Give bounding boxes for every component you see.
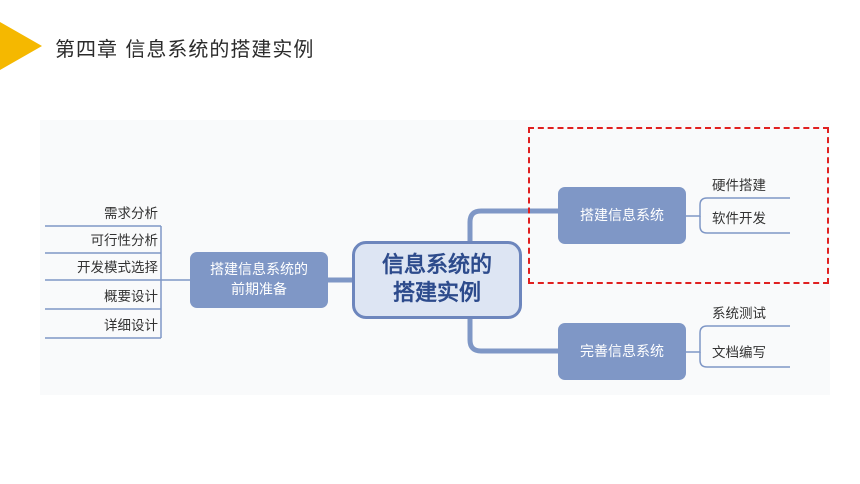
connector-center-bottom-right — [467, 316, 561, 354]
leaf-development-model: 开发模式选择 — [77, 260, 158, 276]
branch-preparation-line2: 前期准备 — [231, 282, 287, 298]
highlight-frame — [528, 127, 829, 284]
leaf-hardware-build: 硬件搭建 — [712, 178, 766, 194]
branch-box-improve: 完善信息系统 — [558, 323, 686, 380]
leaf-documentation: 文档编写 — [712, 345, 766, 361]
center-line1: 信息系统的 — [381, 253, 492, 278]
leaf-system-testing: 系统测试 — [712, 306, 766, 322]
header-arrow-icon — [0, 22, 42, 70]
leaf-software-development: 软件开发 — [712, 211, 766, 227]
center-node: 信息系统的 搭建实例 — [352, 241, 522, 319]
branch-box-preparation: 搭建信息系统的 前期准备 — [190, 252, 328, 308]
center-line2: 搭建实例 — [392, 281, 481, 306]
leaf-feasibility-analysis: 可行性分析 — [90, 233, 159, 249]
leaf-requirements-analysis: 需求分析 — [104, 206, 158, 222]
leaf-detailed-design: 详细设计 — [104, 318, 158, 334]
branch-improve-label: 完善信息系统 — [580, 343, 664, 360]
page-title: 第四章 信息系统的搭建实例 — [55, 37, 315, 61]
branch-box-build: 搭建信息系统 — [558, 187, 686, 244]
leaf-outline-design: 概要设计 — [104, 289, 158, 305]
connector-center-top-right — [467, 208, 561, 244]
branch-preparation-line1: 搭建信息系统的 — [210, 262, 308, 278]
branch-build-label: 搭建信息系统 — [580, 207, 664, 224]
